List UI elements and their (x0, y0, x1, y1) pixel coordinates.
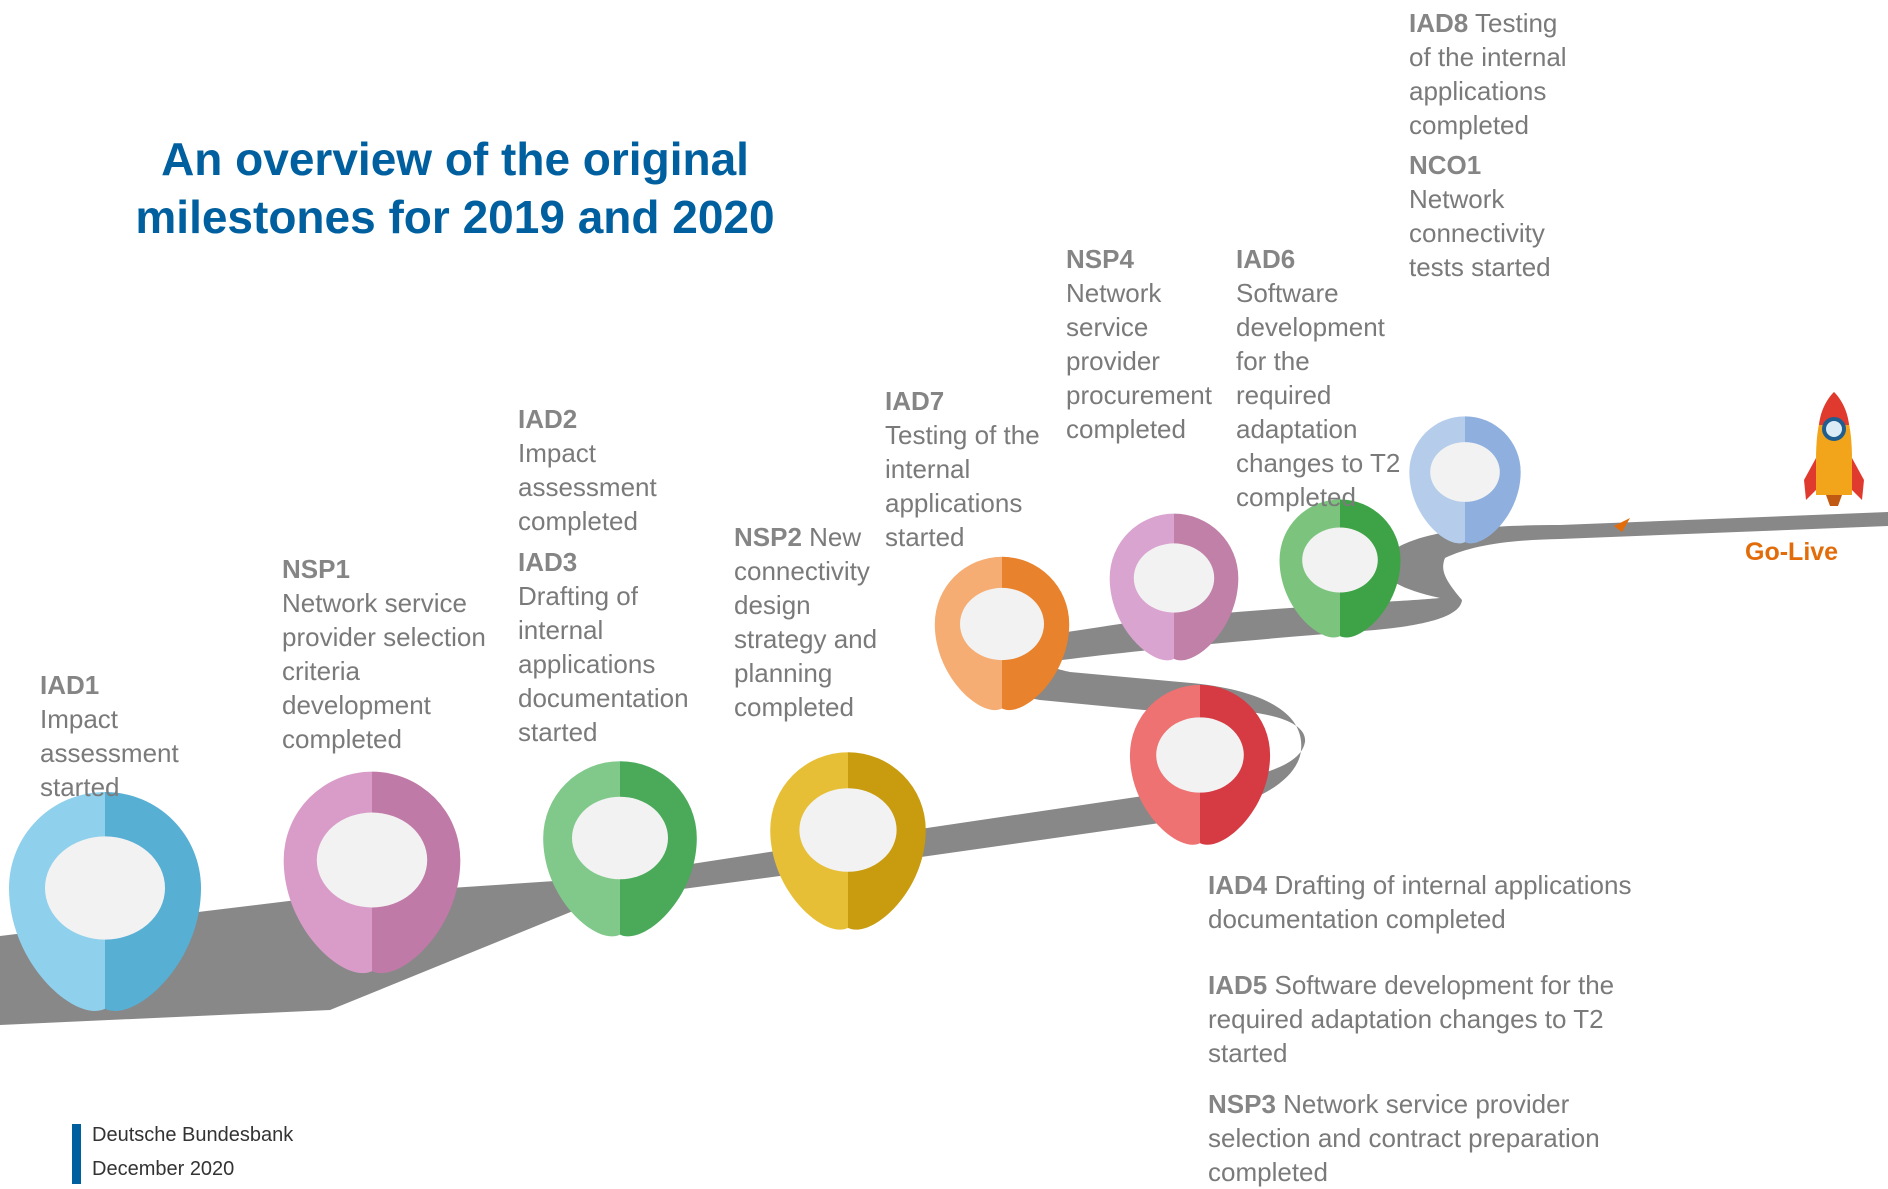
milestone-text: Network service provider procurement com… (1066, 278, 1212, 444)
pin-iad6-icon (1279, 499, 1401, 638)
milestone-code: IAD4 (1208, 870, 1268, 900)
pin-center (316, 812, 428, 908)
milestone-iad1: IAD1 Impact assessment started (40, 668, 210, 804)
milestone-code: NSP3 (1208, 1089, 1276, 1119)
milestone-iad2: IAD2 Impact assessment completed (518, 402, 698, 538)
milestone-text: Network connectivity tests started (1409, 184, 1551, 282)
milestone-code: IAD7 (885, 386, 945, 416)
milestone-nco1: NCO1 Network connectivity tests started (1409, 148, 1585, 284)
milestone-iad3: IAD3 Drafting of internal applications d… (518, 545, 714, 749)
title-line-1: An overview of the original (161, 133, 749, 185)
milestone-code: IAD5 (1208, 970, 1268, 1000)
pin-iad3-icon (543, 761, 697, 937)
milestone-code: NCO1 (1409, 150, 1482, 180)
milestone-nsp2: NSP2 New connectivity design strategy an… (734, 520, 892, 724)
pin-center (1133, 543, 1215, 613)
pin-nco1-icon (1409, 416, 1521, 544)
milestone-iad8: IAD8 Testing of the internal application… (1409, 6, 1585, 142)
milestone-text: Impact assessment completed (518, 438, 657, 536)
milestone-text: Network service provider selection and c… (1208, 1089, 1600, 1187)
milestone-iad6: IAD6 Software development for the requir… (1236, 242, 1406, 514)
milestone-nsp4: NSP4 Network service provider procuremen… (1066, 242, 1226, 446)
pin-nsp2-icon (770, 752, 926, 930)
pin-center (45, 836, 165, 940)
pin-center (572, 796, 668, 880)
milestone-code: NSP1 (282, 554, 350, 584)
rocket-icon (1804, 392, 1864, 506)
milestone-text: Impact assessment started (40, 704, 179, 802)
pin-iad7-icon (934, 556, 1070, 711)
milestone-nsp3: NSP3 Network service provider selection … (1208, 1087, 1658, 1189)
milestone-iad7: IAD7 Testing of the internal application… (885, 384, 1059, 554)
milestone-nsp1: NSP1 Network service provider selection … (282, 552, 494, 756)
pin-center (799, 788, 897, 872)
milestone-code: NSP2 (734, 522, 802, 552)
pin-center (960, 587, 1044, 661)
footer-date: December 2020 (92, 1158, 235, 1180)
pin-nsp4-icon (1109, 513, 1239, 661)
milestone-text: Testing of the internal applications com… (1409, 8, 1567, 140)
pin-nsp1-icon (283, 771, 461, 974)
footer-org: Deutsche Bundesbank (92, 1124, 294, 1146)
milestone-text: Software development for the required ad… (1208, 970, 1615, 1068)
title-line-2: milestones for 2019 and 2020 (135, 191, 775, 243)
milestone-iad5: IAD5 Software development for the requir… (1208, 968, 1658, 1070)
milestone-code: IAD1 (40, 670, 100, 700)
milestone-text: Drafting of internal applications docume… (518, 581, 689, 747)
pin-iad1-icon (9, 792, 201, 1011)
road (0, 512, 1888, 1025)
go-live-label: Go-Live (1745, 538, 1839, 566)
milestone-iad4: IAD4 Drafting of internal applications d… (1208, 868, 1678, 936)
milestone-text: New connectivity design strategy and pla… (734, 522, 878, 722)
footer-accent-bar (72, 1124, 81, 1184)
pin-center (1430, 442, 1500, 502)
milestone-text: Network service provider selection crite… (282, 588, 486, 754)
pin-center (1302, 527, 1378, 593)
milestone-code: IAD6 (1236, 244, 1296, 274)
milestone-text: Software development for the required ad… (1236, 278, 1401, 512)
milestone-text: Drafting of internal applications docume… (1208, 870, 1632, 934)
pin-center (1156, 717, 1244, 793)
milestone-text: Testing of the internal applications sta… (885, 420, 1040, 552)
pin-iad4-icon (1129, 684, 1271, 845)
milestone-code: IAD2 (518, 404, 578, 434)
milestone-code: IAD3 (518, 547, 578, 577)
milestone-code: IAD8 (1409, 8, 1469, 38)
page-title: An overview of the original milestones f… (105, 130, 805, 246)
go-live-road-marker (1614, 518, 1630, 532)
milestone-code: NSP4 (1066, 244, 1134, 274)
